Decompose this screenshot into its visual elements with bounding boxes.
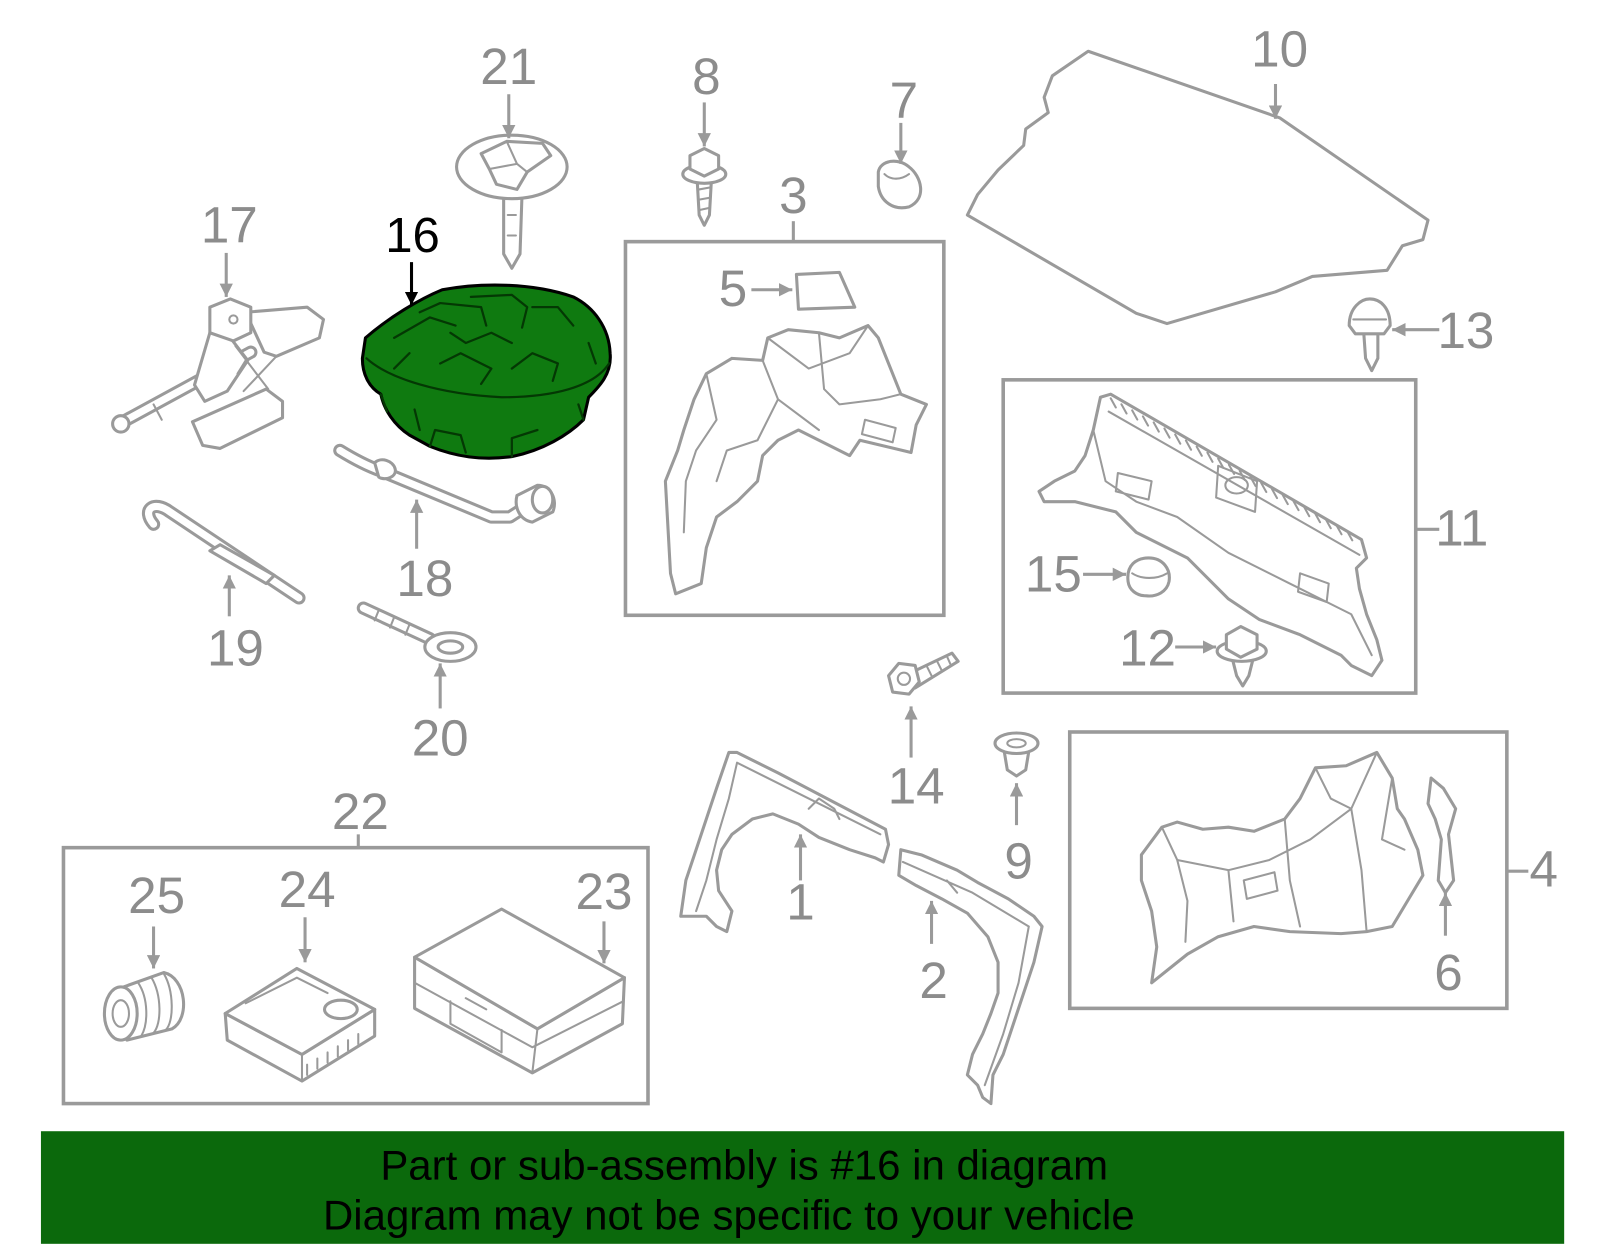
callout-15: 15 [1025,546,1082,603]
callout-25: 25 [128,867,185,924]
part-17-scissor-jack [111,297,326,450]
callout-14: 14 [888,758,945,815]
part-11-rear-panel-trim [1037,392,1384,678]
callout-7: 7 [890,72,918,129]
part-23-sealant-kit-case [413,907,626,1075]
part-15-cap [1126,556,1171,598]
callout-1: 1 [786,873,814,930]
part-14-bolt [887,651,960,696]
part-9-clip-nut [993,731,1040,778]
part-8-bolt [681,146,728,227]
info-banner-line-2: Diagram may not be specific to your vehi… [323,1191,1135,1238]
callout-10: 10 [1251,21,1308,78]
part-1-wheelhouse-trim [679,750,891,934]
callout-24: 24 [279,861,336,918]
part-20-towing-eye [356,601,478,663]
callout-4: 4 [1529,841,1557,898]
part-21-spare-tire-hold-down [455,133,569,270]
part-25-hose-connector [102,971,186,1042]
callout-9: 9 [1004,832,1032,889]
callout-5: 5 [719,260,747,317]
info-banner: Part or sub-assembly is #16 in diagram D… [40,1131,1565,1244]
part-16-spare-tire-organizer [360,283,612,460]
callout-8: 8 [692,48,720,105]
callout-3: 3 [779,167,807,224]
info-banner-background [40,1131,1565,1244]
part-6-trim-strip [1426,776,1458,895]
part-7-clip [876,159,923,210]
part-4-inner-fender-assembly [1139,750,1425,985]
callout-19: 19 [207,619,264,676]
callout-20: 20 [412,710,469,767]
part-3-inner-quarter-panel [663,324,928,596]
callout-13: 13 [1437,302,1494,359]
part-24-air-compressor [223,966,377,1083]
group-box-22 [61,845,650,1106]
info-banner-line-1: Part or sub-assembly is #16 in diagram [380,1141,1108,1188]
callout-11: 11 [1435,500,1488,557]
callout-12: 12 [1119,619,1176,676]
callout-17: 17 [201,197,258,254]
callout-18: 18 [396,550,453,607]
part-5-panel-plate [794,270,857,311]
part-12-clip [1215,625,1268,688]
callout-6: 6 [1434,944,1462,1001]
part-19-jack-handle [142,499,306,605]
callout-22: 22 [332,783,389,840]
part-13-push-clip [1347,297,1392,373]
callout-2: 2 [919,952,947,1009]
part-2-wheelhouse-trim-lower [897,848,1044,1106]
callout-16: 16 [385,209,440,263]
callout-21: 21 [480,38,537,95]
part-18-wheel-wrench [333,443,556,524]
callout-23: 23 [576,863,633,920]
group-box-3 [623,239,946,618]
part-10-trunk-floor-cover [965,49,1430,326]
group-box-11 [1001,378,1418,695]
